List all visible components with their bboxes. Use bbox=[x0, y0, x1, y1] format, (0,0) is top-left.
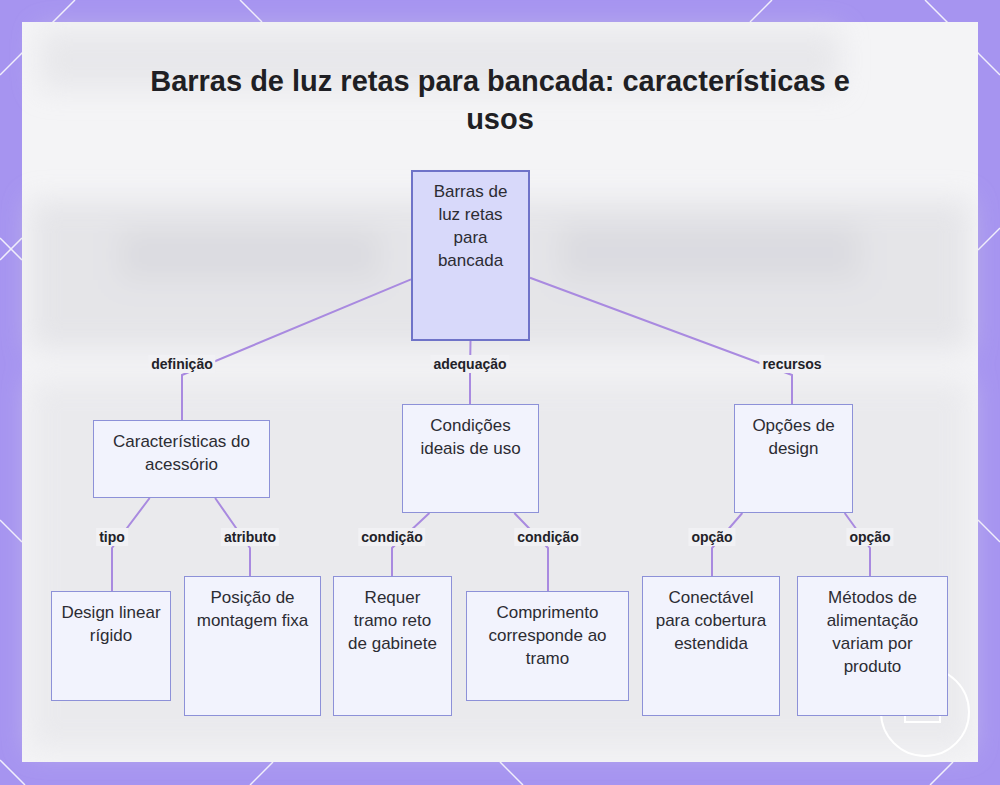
concept-box: Métodos de alimentação variam por produt… bbox=[797, 576, 948, 716]
box-text: Posição de montagem fixa bbox=[194, 586, 311, 632]
concept-box: Posição de montagem fixa bbox=[184, 576, 321, 716]
edge-label: condição bbox=[358, 528, 425, 546]
diagram-title: Barras de luz retas para bancada: caract… bbox=[150, 62, 850, 138]
edge-label: adequação bbox=[430, 355, 509, 373]
box-text: Conectável para cobertura estendida bbox=[652, 586, 770, 655]
root-box: Barras de luz retas para bancada bbox=[411, 170, 530, 341]
concept-box: Requer tramo reto de gabinete bbox=[333, 576, 452, 716]
concept-box: Condições ideais de uso bbox=[402, 404, 539, 513]
connector-line bbox=[182, 279, 411, 420]
box-text: Requer tramo reto de gabinete bbox=[343, 586, 442, 655]
panel bbox=[22, 22, 978, 762]
connector-line bbox=[530, 278, 792, 404]
edge-label: opção bbox=[688, 528, 735, 546]
box-text: Barras de luz retas para bancada bbox=[431, 180, 510, 272]
blurred-photo bbox=[30, 30, 970, 750]
box-text: Condições ideais de uso bbox=[412, 414, 529, 460]
box-text: Comprimento corresponde ao tramo bbox=[476, 601, 619, 670]
connector-line bbox=[514, 513, 548, 591]
edge-label: atributo bbox=[221, 528, 279, 546]
edge-label: tipo bbox=[96, 528, 128, 546]
edge-label: opção bbox=[846, 528, 893, 546]
concept-box: Opções de design bbox=[734, 404, 853, 513]
edge-label: recursos bbox=[759, 355, 824, 373]
edge-label: definição bbox=[148, 355, 215, 373]
box-text: Métodos de alimentação variam por produt… bbox=[807, 586, 938, 678]
box-text: Opções de design bbox=[744, 414, 843, 460]
box-text: Design linear rígido bbox=[61, 601, 161, 647]
concept-box: Características do acessório bbox=[93, 420, 270, 498]
concept-box: Design linear rígido bbox=[51, 591, 171, 701]
edge-label: condição bbox=[514, 528, 581, 546]
box-text: Características do acessório bbox=[103, 430, 260, 476]
concept-box: Conectável para cobertura estendida bbox=[642, 576, 780, 716]
concept-box: Comprimento corresponde ao tramo bbox=[466, 591, 629, 701]
